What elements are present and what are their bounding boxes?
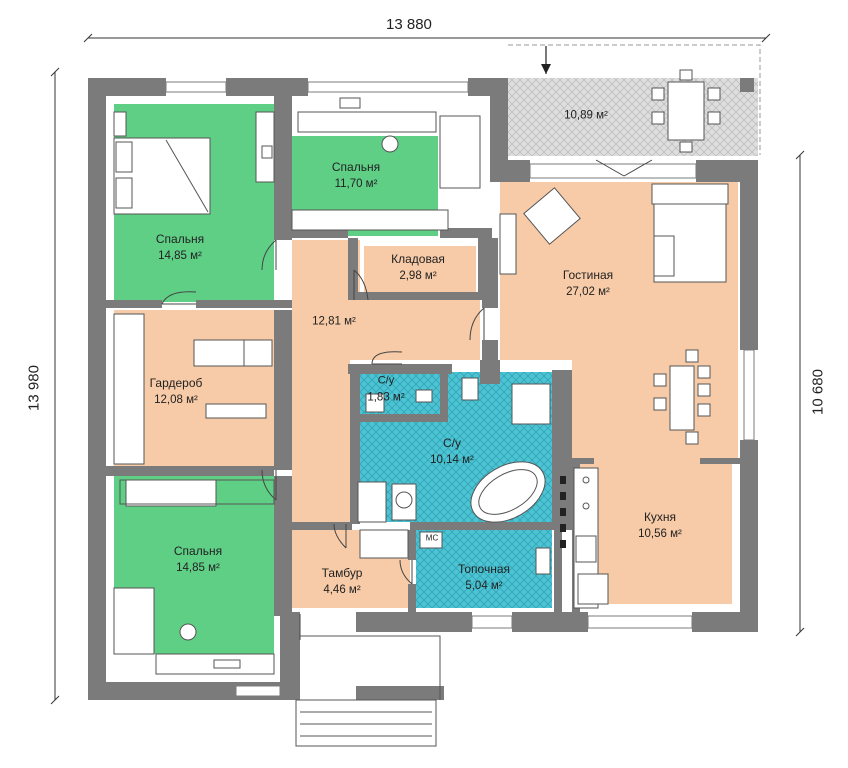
room-area: 14,85 м²	[176, 562, 220, 575]
room-bedroom-3: Спальня 14,85 м²	[174, 543, 222, 577]
room-bathroom: С/у 10,14 м²	[430, 435, 474, 469]
room-area: 12,81 м²	[312, 315, 356, 328]
room-area: 10,56 м²	[638, 528, 682, 541]
room-name: Тамбур	[321, 565, 363, 580]
room-area: 10,89 м²	[564, 109, 608, 122]
room-area: 5,04 м²	[465, 580, 503, 593]
dimension-top: 13 880	[386, 16, 432, 33]
room-area: 14,85 м²	[158, 250, 202, 263]
room-name: Кухня	[643, 509, 677, 524]
room-area: 11,70 м²	[334, 178, 378, 191]
walls	[88, 78, 758, 700]
room-area: 2,98 м²	[399, 270, 437, 283]
windows	[165, 81, 755, 697]
room-wc: С/у 1,83 м²	[367, 374, 404, 407]
dimension-right: 10 680	[809, 369, 827, 415]
room-area: 27,02 м²	[566, 286, 610, 299]
furniture	[113, 69, 729, 747]
room-furnace: Топочная 5,04 м²	[458, 561, 510, 595]
terrace	[508, 44, 761, 156]
room-area: 4,46 м²	[323, 584, 361, 597]
room-name: Топочная	[457, 561, 511, 576]
stove-marks	[560, 476, 566, 548]
room-name: Спальня	[331, 159, 381, 174]
room-wardrobe: Гардероб 12,08 м²	[150, 375, 203, 409]
room-name: Спальня	[173, 543, 223, 558]
room-name: С/у	[377, 374, 395, 387]
room-name: С/у	[443, 435, 461, 450]
room-pantry: Кладовая 2,98 м²	[391, 251, 445, 285]
room-terrace: 10,89 м²	[564, 108, 608, 125]
room-name: Кладовая	[391, 251, 445, 266]
dimension-left: 13 980	[25, 365, 43, 411]
dimension-lines	[50, 33, 805, 705]
room-bedroom-1: Спальня 14,85 м²	[156, 231, 204, 265]
room-area: 1,83 м²	[367, 391, 405, 404]
room-name: Гостиная	[562, 267, 614, 282]
room-hall: 12,81 м²	[312, 314, 356, 331]
room-area: 12,08 м²	[154, 394, 198, 407]
mc-label: МС	[425, 533, 439, 543]
room-name: Спальня	[155, 231, 205, 246]
room-name: Гардероб	[149, 375, 203, 390]
room-living: Гостиная 27,02 м²	[563, 267, 613, 301]
room-area: 10,14 м²	[430, 454, 474, 467]
room-bedroom-2: Спальня 11,70 м²	[332, 159, 380, 193]
room-vestibule: Тамбур 4,46 м²	[322, 565, 363, 599]
room-kitchen: Кухня 10,56 м²	[638, 509, 682, 543]
